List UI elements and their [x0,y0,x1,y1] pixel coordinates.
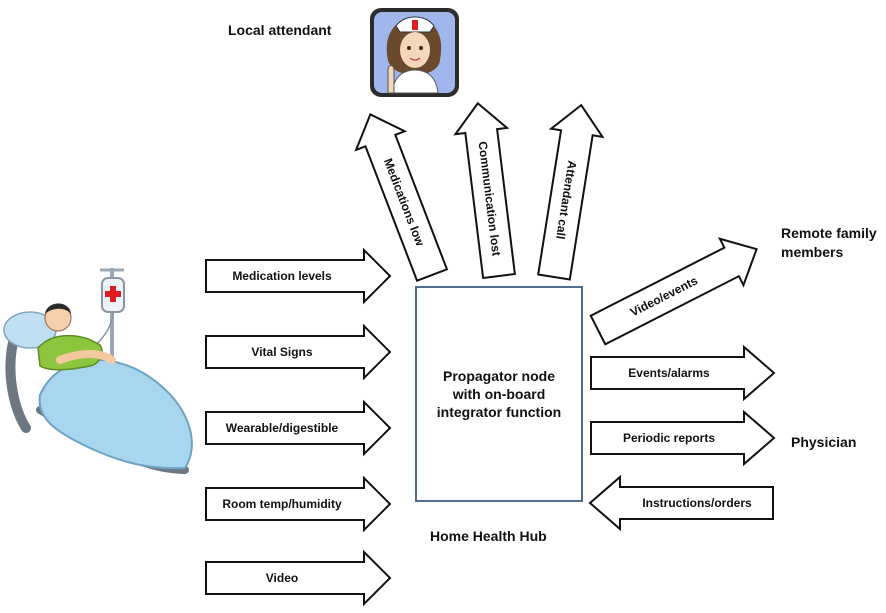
hub-node-box: Propagator node with on-board integrator… [415,286,583,502]
attendant-alert-arrow-1: Medications low [354,113,449,283]
family-video-arrow: Video/events [589,237,758,346]
physician-arrow-instructions-label: Instructions/orders [642,496,752,510]
remote-family-label: Remote family members [781,225,877,260]
hub-caption: Home Health Hub [430,528,547,544]
sensor-arrow-5-label: Video [266,571,298,585]
physician-arrow-instructions: Instructions/orders [588,474,774,532]
sensor-arrow-4-shape [205,475,392,533]
hub-node-text: Propagator node with on-board integrator… [436,368,562,420]
physician-arrow-events-label: Events/alarms [628,366,710,380]
physician-arrow-reports: Periodic reports [590,409,776,467]
attendant-alert-arrow-3: Attendant call [537,103,605,281]
sensor-arrow-2-label: Vital Signs [251,345,312,359]
attendant-alert-arrow-1-shape [354,113,449,283]
sensor-arrow-2-shape [205,323,392,381]
sensor-arrow-1: Medication levels [205,247,392,305]
sensor-arrow-5: Video [205,549,392,607]
physician-arrow-events: Events/alarms [590,344,776,402]
sensor-arrow-3-label: Wearable/digestible [226,421,339,435]
attendant-alert-arrow-2-shape [453,101,516,280]
family-video-arrow-shape [589,237,758,346]
nurse-icon [370,8,459,97]
attendant-alert-arrow-3-shape [537,103,605,281]
patient-in-bed-illustration [3,268,193,474]
sensor-arrow-1-label: Medication levels [232,269,332,283]
sensor-arrow-3: Wearable/digestible [205,399,392,457]
physician-arrow-events-shape [590,344,776,402]
sensor-arrow-4: Room temp/humidity [205,475,392,533]
physician-arrow-reports-shape [590,409,776,467]
sensor-arrow-2: Vital Signs [205,323,392,381]
physician-label: Physician [791,434,857,450]
sensor-arrow-1-shape [205,247,392,305]
local-attendant-label: Local attendant [228,22,332,38]
sensor-arrow-5-shape [205,549,392,607]
attendant-alert-arrow-2: Communication lost [453,101,516,280]
sensor-arrow-4-label: Room temp/humidity [222,497,342,511]
physician-arrow-reports-label: Periodic reports [623,431,715,445]
physician-arrow-instructions-shape [588,474,774,532]
sensor-arrow-3-shape [205,399,392,457]
